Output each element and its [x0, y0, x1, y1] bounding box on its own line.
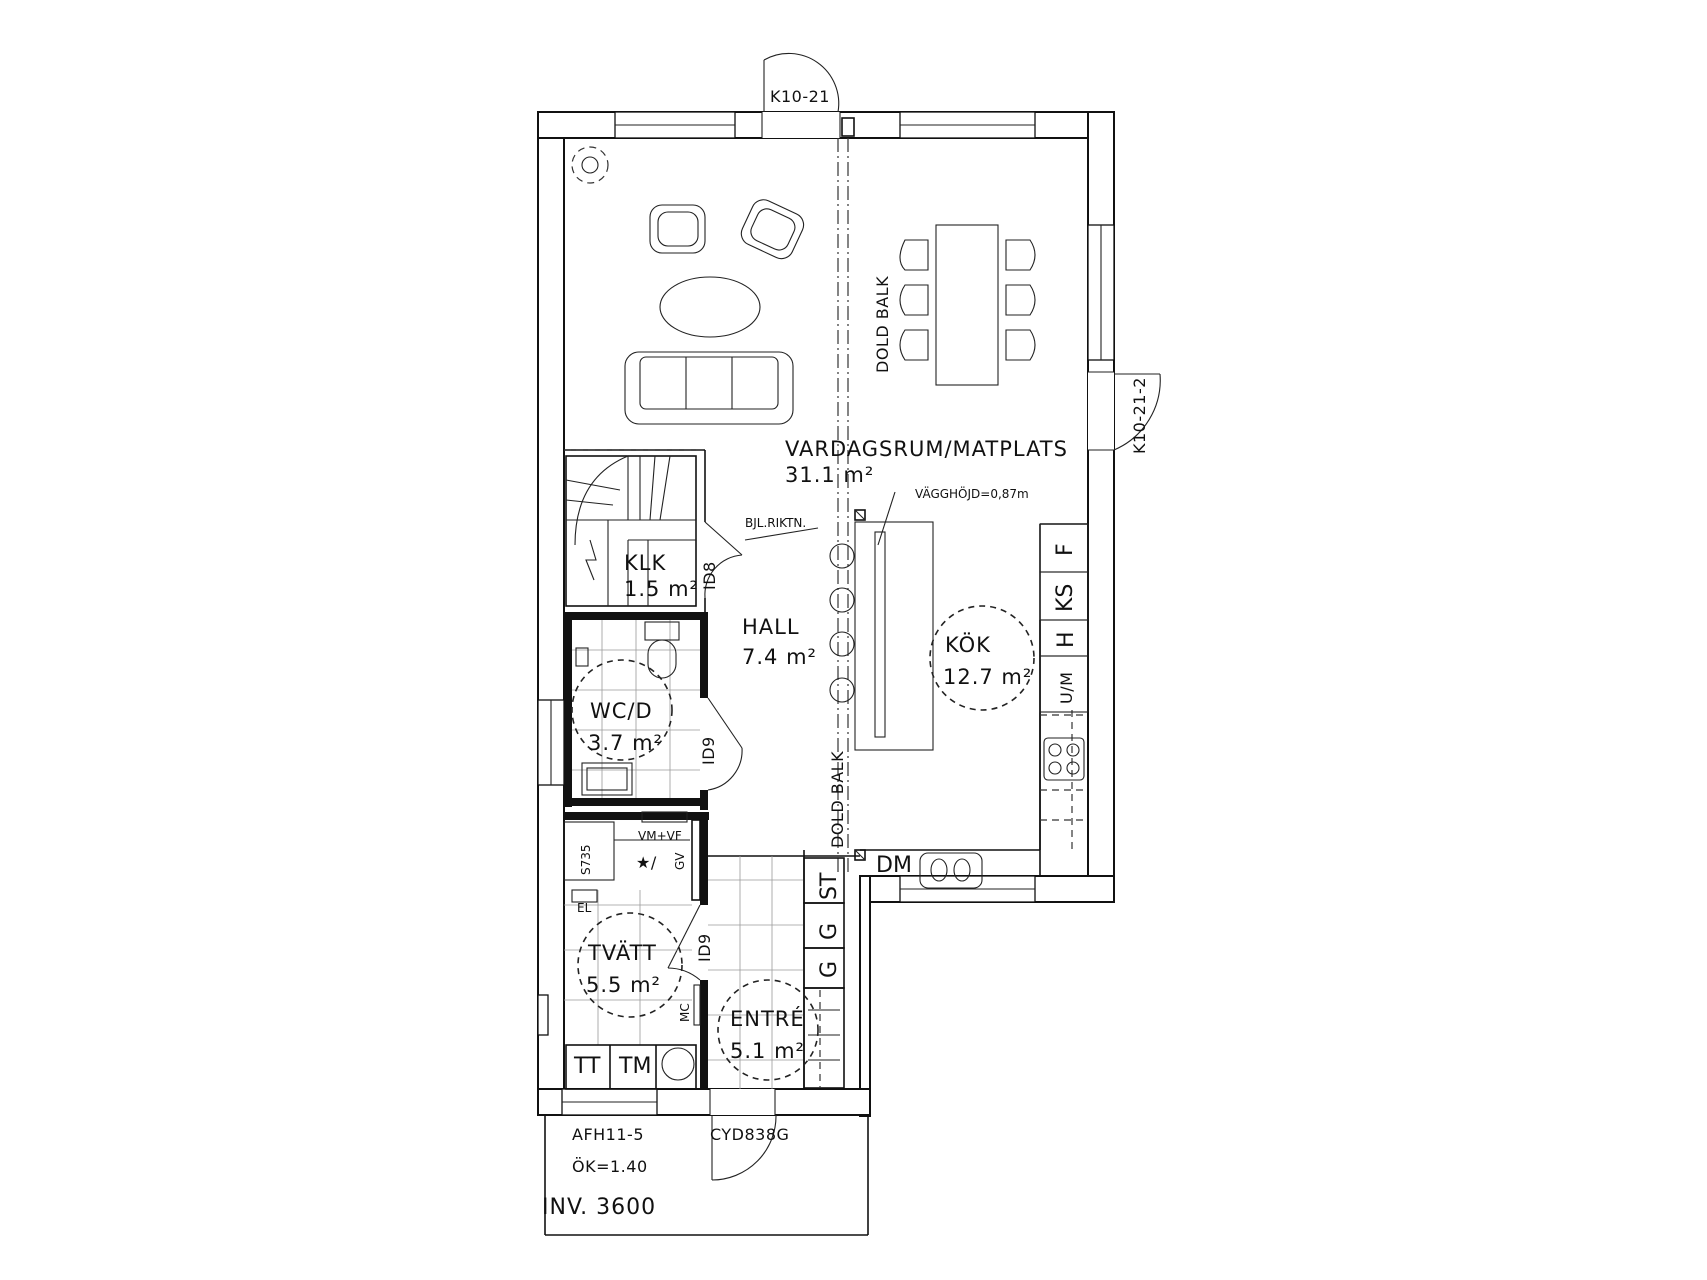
door-id9-laundry-label: ID9 — [695, 933, 714, 962]
appliance-st-label: ST — [817, 872, 842, 900]
labels: K10-21 K10-21-2 DOLD BALK DOLD BALK BJL.… — [542, 87, 1149, 1220]
room-name-living: VARDAGSRUM/MATPLATS — [785, 437, 1068, 461]
appliance-freezer-label: F — [1053, 543, 1078, 556]
appliance-dm-label: DM — [876, 853, 912, 878]
door-id9-wc-label: ID9 — [699, 736, 718, 765]
entrance-landing — [544, 1115, 869, 1236]
beam-direction-arrow — [744, 527, 819, 541]
laundry-fixtures — [563, 811, 701, 1090]
kitchen-turning-circle — [929, 605, 1035, 711]
room-area-living: 31.1 m² — [785, 463, 874, 487]
front-door-label: CYD838G — [710, 1125, 789, 1144]
door-swings — [667, 52, 1161, 1181]
hidden-beams — [837, 117, 866, 876]
room-name-laundry: TVÄTT — [587, 940, 657, 965]
room-name-closet: KLK — [624, 551, 666, 575]
room-area-wc: 3.7 m² — [588, 731, 663, 755]
appliance-g2-label: G — [817, 961, 842, 978]
beam-lower-label: DOLD BALK — [828, 751, 847, 848]
appliance-g1-label: G — [817, 923, 842, 940]
appliance-um-label: U/M — [1057, 672, 1076, 704]
living-furniture — [571, 146, 1036, 425]
dashed-lines — [564, 449, 1088, 850]
wc-fixtures — [571, 620, 700, 798]
appliance-s735-label: S735 — [579, 844, 593, 875]
beam-upper-label: DOLD BALK — [873, 276, 892, 373]
beam-direction-label: BJL.RIKTN. — [745, 516, 806, 530]
appliance-h-label: H — [1054, 631, 1079, 648]
windows — [537, 111, 1115, 1116]
window-afh-label: AFH11-5 — [572, 1125, 644, 1144]
appliance-el-label: EL — [577, 901, 592, 915]
appliance-tt-label: TT — [573, 1054, 601, 1079]
appliance-gv-label: GV — [673, 852, 687, 870]
appliance-tm-label: TM — [618, 1054, 651, 1079]
kitchen-fixtures — [829, 491, 1089, 889]
room-area-entry: 5.1 m² — [730, 1039, 805, 1063]
door-top-label: K10-21 — [770, 87, 830, 106]
invert-label: INV. 3600 — [542, 1195, 656, 1220]
room-area-closet: 1.5 m² — [624, 577, 699, 601]
room-name-kitchen: KÖK — [945, 632, 991, 657]
wall-height-label: VÄGGHÖJD=0,87m — [915, 485, 1029, 501]
room-name-hall: HALL — [742, 615, 800, 639]
entry-fixtures — [708, 856, 845, 1089]
appliance-ks-label: KS — [1053, 584, 1078, 612]
window-ok-label: ÖK=1.40 — [572, 1157, 648, 1176]
room-name-wc: WC/D — [590, 699, 653, 723]
door-right-label: K10-21-2 — [1130, 377, 1149, 454]
room-area-kitchen: 12.7 m² — [943, 665, 1032, 689]
staircase — [565, 455, 697, 607]
appliance-vmvf-label: VM+VF — [638, 829, 682, 843]
tap-icon: ★/ — [636, 853, 657, 872]
appliance-mc-label: MC — [678, 1003, 692, 1022]
room-area-laundry: 5.5 m² — [586, 973, 661, 997]
room-name-entry: ENTRÉ — [730, 1006, 805, 1031]
room-area-hall: 7.4 m² — [742, 645, 817, 669]
door-id8-label: ID8 — [700, 561, 719, 590]
